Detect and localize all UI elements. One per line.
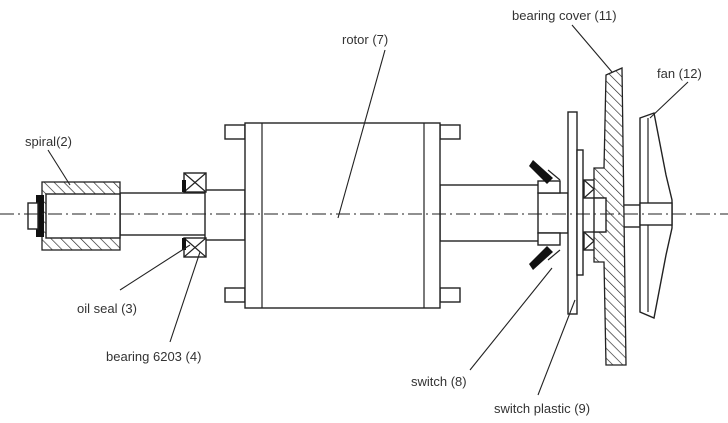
shaft-collar bbox=[204, 189, 246, 241]
bearing-cover bbox=[593, 67, 627, 366]
spiral-part bbox=[27, 181, 121, 251]
rotor-body bbox=[224, 122, 461, 309]
leader-lines bbox=[47, 24, 689, 396]
label-switch: switch (8) bbox=[411, 374, 467, 389]
label-fan: fan (12) bbox=[657, 66, 702, 81]
label-rotor: rotor (7) bbox=[342, 32, 388, 47]
label-switch-plastic: switch plastic (9) bbox=[494, 401, 590, 416]
label-bearing-6203: bearing 6203 (4) bbox=[106, 349, 201, 364]
label-spiral: spiral(2) bbox=[25, 134, 72, 149]
label-oil-seal: oil seal (3) bbox=[77, 301, 137, 316]
label-bearing-cover: bearing cover (11) bbox=[512, 8, 617, 23]
centrifugal-switch bbox=[529, 160, 569, 270]
fan bbox=[639, 112, 673, 319]
left-bearing bbox=[182, 172, 207, 258]
switch-plastic-disc bbox=[567, 111, 584, 315]
